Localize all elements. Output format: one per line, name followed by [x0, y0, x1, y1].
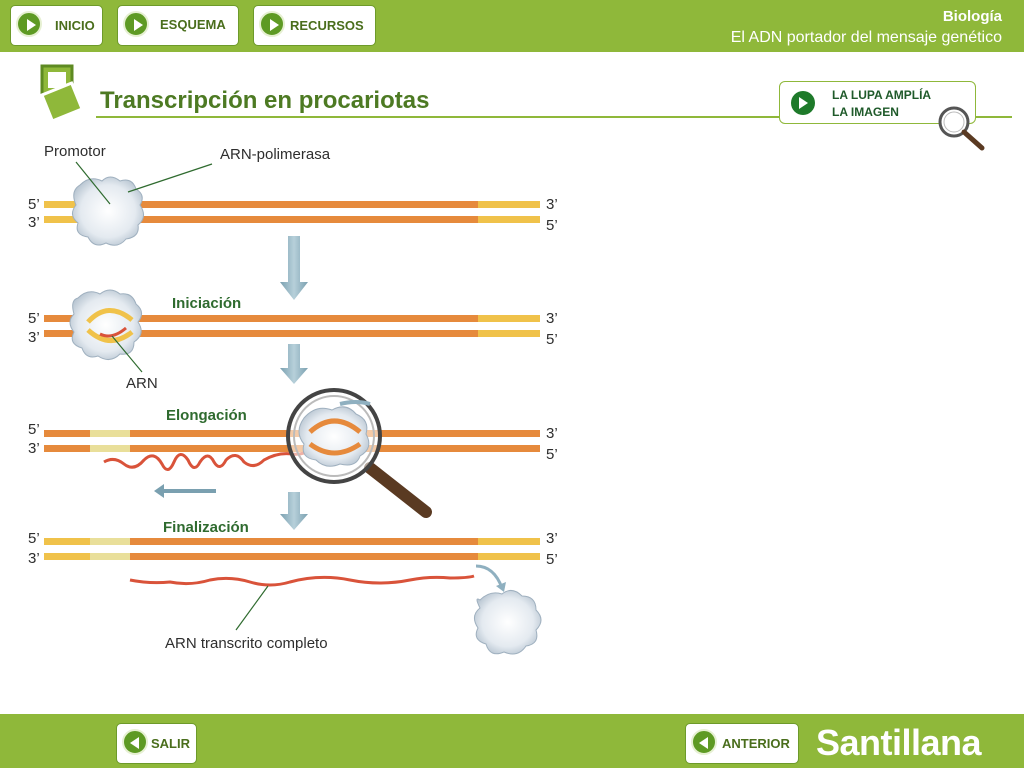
svg-text:5’: 5’ [546, 446, 558, 463]
stage-promotor: Promotor ARN-polimerasa 5’ 3’ 3’ 5’ [28, 143, 558, 246]
svg-text:3’: 3’ [28, 440, 40, 457]
svg-text:3’: 3’ [546, 310, 558, 327]
svg-text:5’: 5’ [28, 530, 40, 547]
rna-transcript [129, 574, 475, 587]
svg-text:5’: 5’ [28, 196, 40, 213]
svg-text:3’: 3’ [546, 196, 558, 213]
rna-polymerase [72, 176, 144, 246]
svg-text:5’: 5’ [546, 331, 558, 348]
magnifier-overlay[interactable] [286, 388, 432, 518]
svg-text:3’: 3’ [546, 530, 558, 547]
svg-text:5’: 5’ [546, 551, 558, 568]
stage-name: Iniciación [172, 295, 241, 312]
dna-strand-bottom [44, 216, 540, 223]
stage-name: Finalización [163, 519, 249, 536]
svg-text:3’: 3’ [546, 425, 558, 442]
play-icon [123, 11, 149, 37]
svg-text:5’: 5’ [28, 421, 40, 438]
subject-title: Biología [942, 8, 1002, 25]
rna-polymerase [69, 289, 142, 360]
back-icon [691, 729, 717, 755]
recursos-button[interactable]: RECURSOS [253, 5, 376, 46]
rna-polymerase-released [474, 590, 542, 655]
stage-name: Elongación [166, 407, 247, 424]
anterior-button[interactable]: ANTERIOR [685, 723, 799, 764]
inicio-button[interactable]: INICIO [10, 5, 103, 46]
stage-elongacion: Elongación 5’ 3’ 3’ 5’ [28, 388, 558, 518]
stage-finalizacion: ARN transcrito completo Finalización 5’ … [28, 519, 558, 655]
svg-text:5’: 5’ [28, 310, 40, 327]
polimerasa-label: ARN-polimerasa [220, 146, 331, 163]
dna-strand-top [44, 201, 540, 208]
magnifier-icon[interactable] [934, 104, 990, 154]
play-icon [259, 11, 285, 37]
stage-iniciacion: ARN Iniciación 5’ 3’ 3’ 5’ [28, 289, 558, 392]
svg-text:3’: 3’ [28, 550, 40, 567]
subject-header: Biología El ADN portador del mensaje gen… [731, 8, 1002, 47]
page-title: Transcripción en procariotas [100, 87, 430, 114]
svg-text:3’: 3’ [28, 214, 40, 231]
play-icon [791, 91, 815, 115]
direction-arrow-left [154, 484, 216, 498]
unit-title: El ADN portador del mensaje genético [730, 29, 1002, 46]
promotor-label: Promotor [44, 143, 106, 160]
salir-button[interactable]: SALIR [116, 723, 197, 764]
down-arrow [280, 236, 308, 300]
esquema-button[interactable]: ESQUEMA [117, 5, 239, 46]
play-icon [16, 11, 42, 37]
rna-strand [103, 443, 318, 471]
svg-text:3’: 3’ [28, 329, 40, 346]
title-rule [96, 116, 1012, 118]
down-arrow [280, 492, 308, 530]
arn-label: ARN [126, 375, 158, 392]
final-rna-label: ARN transcrito completo [165, 635, 328, 652]
back-icon [122, 729, 148, 755]
transcription-diagram: Promotor ARN-polimerasa 5’ 3’ 3’ 5’ ARN … [28, 143, 558, 655]
down-arrow [280, 344, 308, 384]
svg-text:5’: 5’ [546, 217, 558, 234]
stacked-squares-icon [39, 64, 85, 120]
santillana-logo: Santillana [816, 722, 982, 763]
